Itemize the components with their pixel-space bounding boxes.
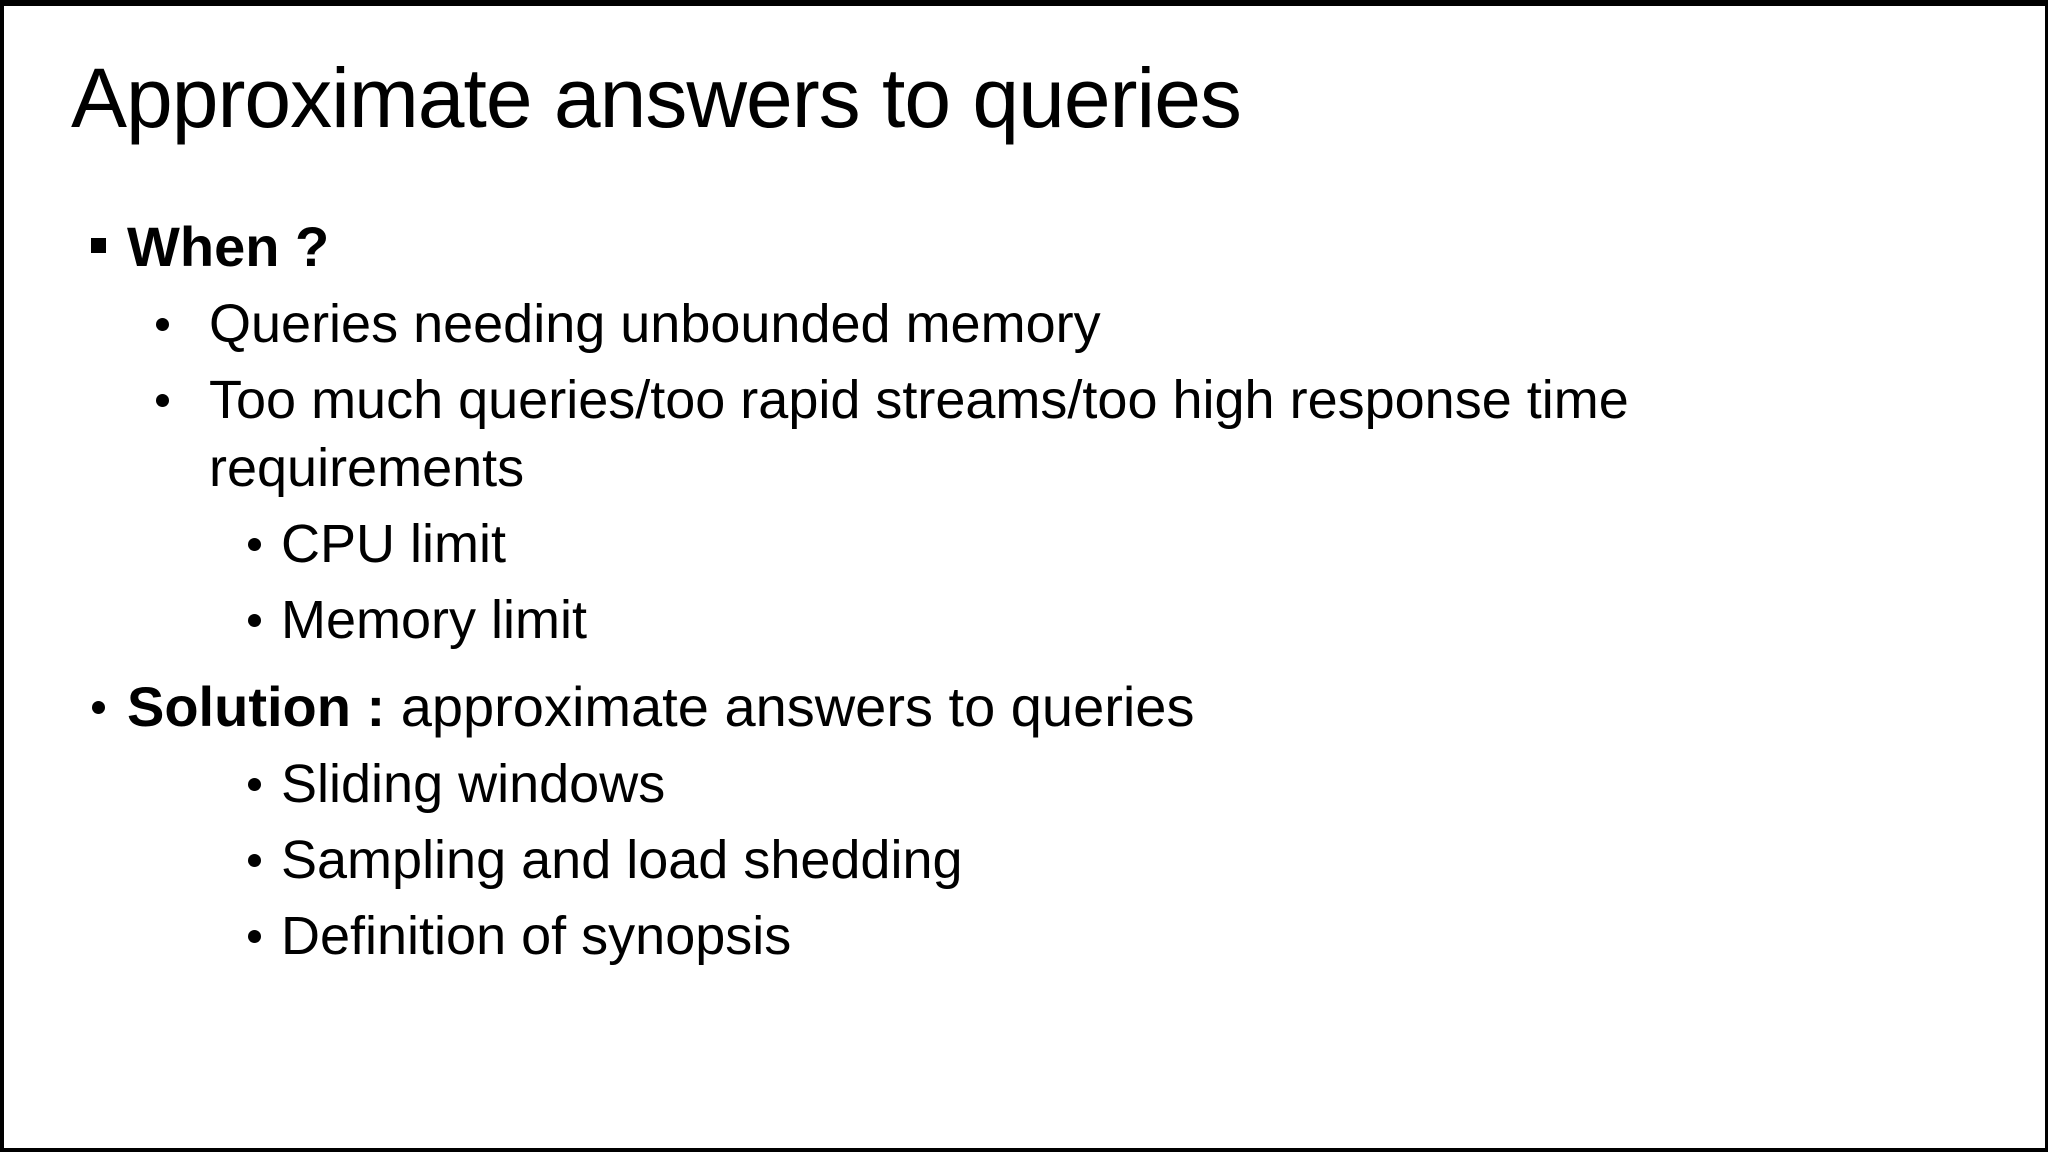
dot-bullet-icon [156, 394, 169, 407]
dot-bullet-icon [156, 318, 169, 331]
bullet-item-when: When ? [4, 212, 2045, 282]
dot-bullet-icon [248, 854, 261, 867]
bullet-text: Too much queries/too rapid streams/too h… [209, 370, 1629, 498]
bullet-item-unbounded-memory: Queries needing unbounded memory [4, 290, 2045, 358]
bullet-text-bold: Solution : [127, 675, 386, 738]
bullet-text: Sampling and load shedding [281, 830, 963, 890]
bullet-text: CPU limit [281, 514, 506, 574]
dot-bullet-icon [248, 778, 261, 791]
bullet-text: Memory limit [281, 590, 587, 650]
bullet-item-solution: Solution : approximate answers to querie… [4, 672, 2045, 742]
bullet-text: Definition of synopsis [281, 906, 792, 966]
bullet-item-memory-limit: Memory limit [4, 586, 2045, 654]
dot-bullet-icon [248, 538, 261, 551]
dot-bullet-icon [248, 930, 261, 943]
square-bullet-icon [91, 238, 106, 253]
bullet-text: Sliding windows [281, 754, 666, 814]
dot-bullet-icon [248, 614, 261, 627]
bullet-item-sampling-load-shedding: Sampling and load shedding [4, 826, 2045, 894]
dot-bullet-icon [92, 701, 105, 714]
bullet-text: Queries needing unbounded memory [209, 294, 1101, 354]
bullet-text: approximate answers to queries [385, 675, 1195, 738]
bullet-item-too-much-queries: Too much queries/too rapid streams/too h… [4, 366, 1679, 502]
bullet-list: When ? Queries needing unbounded memory … [4, 212, 2045, 970]
bullet-item-cpu-limit: CPU limit [4, 510, 2045, 578]
bullet-text: When ? [127, 215, 330, 278]
bullet-item-sliding-windows: Sliding windows [4, 750, 2045, 818]
bullet-item-definition-synopsis: Definition of synopsis [4, 902, 2045, 970]
slide-title: Approximate answers to queries [71, 51, 1242, 145]
